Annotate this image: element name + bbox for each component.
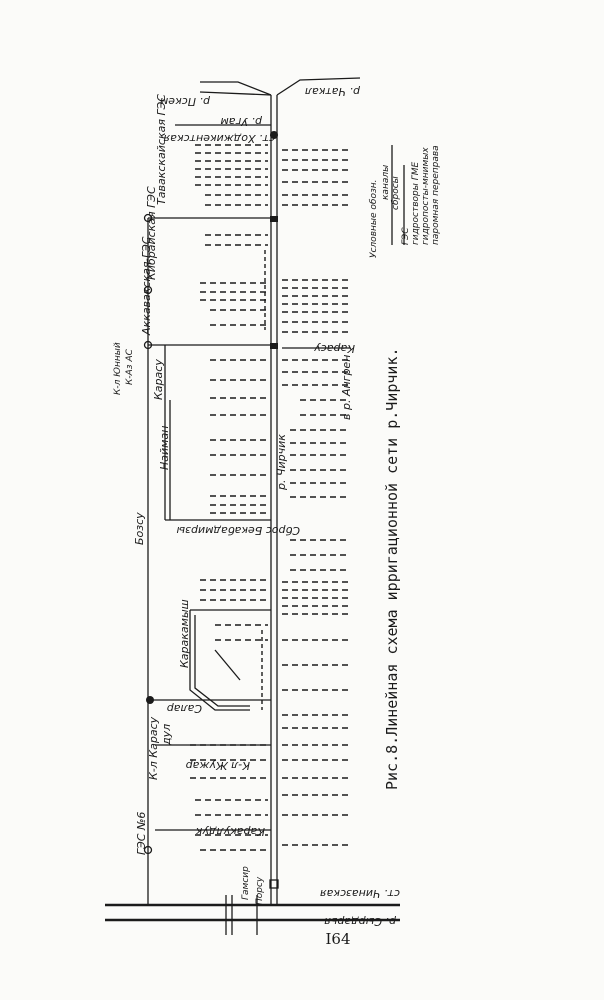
river-syrdarya-label: р. Сырдарья [324,915,397,928]
ges6-label: ГЭС №6 [135,812,148,855]
legend-canals: каналы [381,165,391,200]
ugam-label: р. Угам [221,115,264,128]
karakamysh-label: Каракамыш [178,599,191,668]
naiman-label: Найман [158,426,171,470]
legend-posts: гидропосты-мнимых [421,147,431,245]
tavaksai-ges-label: Тавакскайская ГЭС [155,94,168,205]
legend-gauges: гидростворы ГМЕ [411,162,421,245]
dulat-label: дул [160,724,173,746]
khodzhikent-label: ст. Ходжикентская [163,132,275,145]
river-chirchik-label: р. Чирчик [275,434,288,491]
page-number: I64 [325,930,351,948]
legend: Условные обозн. каналы сбросы ГЭС гидрос… [369,145,441,258]
legend-ferry: паромная переправа [431,145,441,245]
bozsu-canal [147,217,271,905]
kibray-ges-label: Кибрайская ГЭС [145,186,158,280]
river-chatkal-label: р. Чаткал [305,85,361,98]
porsu-label: Порсу [255,876,265,905]
bozsu-label: Бозсу [133,512,146,545]
chinazskaya-label: ст. Чиназская [320,887,400,900]
figure-caption: Рис.8.Линейная схема ирригационной сети … [383,347,401,790]
karakamysh-channel [189,609,271,711]
v-r-angren-label: в р. Ангрен [340,355,353,420]
k-karasu-label: К-л Карасу [147,716,160,780]
sbros-label: Сброс Бекабадмирзы [176,524,300,537]
karasu-right-label: Карасу [314,342,355,355]
k-zhuzhar-label: К-л Жужар [186,759,250,772]
kanal-yuniy-label: К-л Юнный [113,342,123,395]
salar-label: Салар [167,702,202,715]
main-river-spine [175,77,361,905]
canal-intakes [155,144,350,851]
legend-drains: сбросы [391,176,401,210]
karasu-upper-label: Карасу [152,359,165,400]
legend-title: Условные обозн. [369,180,379,258]
river-pskem-label: р. Пскем [160,95,211,108]
gauge-markers [143,131,279,889]
legend-ges: ГЭС [401,227,411,245]
k-azas-label: К-Аз АС [125,348,135,385]
akkavak-ges-label: Аккавакская ГЭС [140,236,153,336]
syrdarya-river [105,895,400,935]
gamsir-label: Гамсир [241,866,251,900]
karakulduk-label: Каракулдук [195,825,265,838]
